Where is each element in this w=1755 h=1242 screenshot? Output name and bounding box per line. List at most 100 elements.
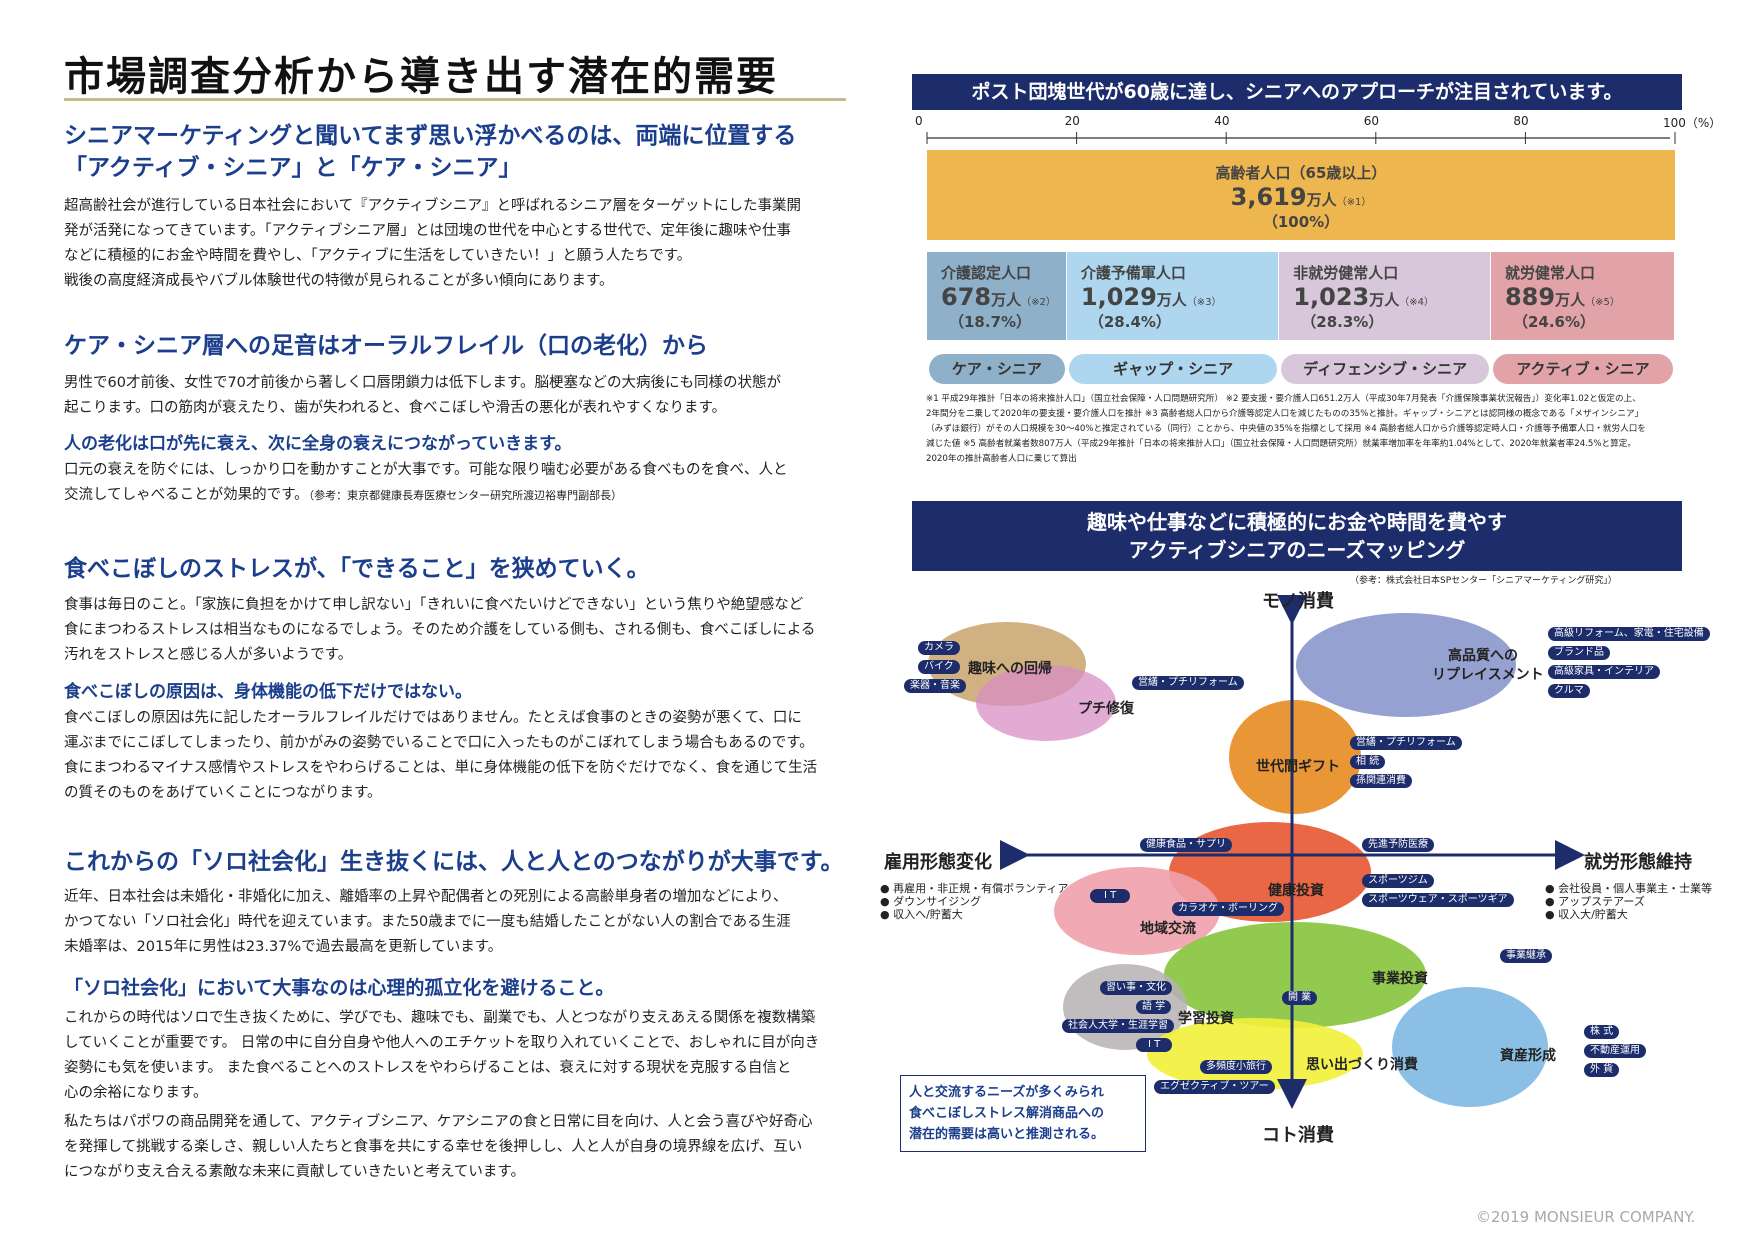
bubble-petit-repair (976, 665, 1116, 741)
segment-category-pill: ギャップ・シニア (1068, 354, 1278, 384)
bubble-label-replace2: リプレイスメント (1432, 667, 1544, 683)
bubble-label-replace1: 高品質への (1448, 648, 1518, 664)
segment-note: （※5） (1585, 297, 1620, 308)
section4-line: につながり支え合える素敵な未来に貢献していきたいと考えています。 (64, 1164, 525, 1180)
needs-map (928, 595, 1585, 1109)
total-note: （※1） (1336, 197, 1372, 208)
left-notes: ● 再雇用・非正規・有償ボランティア ● ダウンサイジング ● 収入へ/貯蓄大 (880, 882, 1068, 921)
section3-line: 汚れをストレスと感じる人が多いようです。 (64, 647, 353, 663)
tag-exec-tour: エグゼクティブ・ツアー (1154, 1080, 1275, 1094)
footnote-line: 2年間分を二乗して2020年の要支援・要介護人口を推計 ※3 高齢者総人口から介… (926, 409, 1644, 419)
segment-unit: 万人 (1156, 291, 1187, 309)
bubble-replacement (1296, 613, 1516, 717)
section2-line: 起こります。口の筋肉が衰えたり、歯が失われると、食べこぼしや滑舌の悪化が表れやす… (64, 400, 727, 416)
tag-lesson: 習い事・文化 (1100, 981, 1172, 995)
map-title-banner: 趣味や仕事などに積極的にお金や時間を費やす アクティブシニアのニーズマッピング (912, 501, 1682, 571)
tag-brand: ブランド品 (1548, 646, 1610, 660)
axis-tick-label: 20 (1064, 114, 1080, 128)
section4-line: 未婚率は、2015年に男性は23.37%で過去最高を更新しています。 (64, 939, 503, 955)
segment-value: 1,023 (1293, 283, 1370, 311)
tag-reform: 高級リフォーム、家電・住宅設備 (1548, 627, 1710, 641)
tag-succession: 事業継承 (1500, 949, 1552, 963)
bubble-label-health: 健康投資 (1268, 883, 1324, 899)
section4-line: 近年、日本社会は未婚化・非婚化に加え、離婚率の上昇や配偶者との死別による高齢単身… (64, 889, 788, 905)
tag-sports-gym: スポーツジム (1362, 874, 1434, 888)
total-unit: 万人 (1306, 191, 1337, 209)
section4-line: 姿勢にも気を使います。 また食べることへのストレスをやわらげることは、衰えに対す… (64, 1060, 792, 1076)
section3-heading: 食べこぼしのストレスが、「できること」を狭めていく。 (64, 556, 650, 582)
section4-line: これからの時代はソロで生き抜くために、学びでも、趣味でも、副業でも、人とつながり… (64, 1010, 816, 1026)
bubble-label-asset: 資産形成 (1500, 1048, 1556, 1064)
section1-line: 戦後の高度経済成長やバブル体験世代の特徴が見られることが多い傾向にあります。 (64, 273, 614, 289)
section4-line: 心の余裕になります。 (64, 1085, 208, 1101)
section4-heading: これからの「ソロ社会化」生き抜くには、人と人とのつながりが大事です。 (64, 849, 844, 875)
total-label: 高齢者人口（65歳以上） (1215, 164, 1387, 182)
right-notes: ● 会社役員・個人事業主・士業等 ● アップステアーズ ● 収入大/貯蓄大 (1545, 882, 1712, 921)
title-underline (64, 98, 846, 101)
insight-callout: 人と交流するニーズが多くみられ 食べこぼしストレス解消商品への 潜在的需要は高い… (900, 1075, 1146, 1152)
section2-body2: 口元の衰えを防ぐには、しっかり口を動かすことが大事です。可能な限り噛む必要がある… (64, 458, 788, 508)
right-note: ● 収入大/貯蓄大 (1545, 908, 1628, 921)
section2-reference: （参考：東京都健康長寿医療センター研究所渡辺裕専門副部長） (308, 489, 623, 502)
footnote-line: （みずほ銀行）がその人口規模を30～40%と推定されている（同行）ことから、中央… (926, 424, 1646, 434)
section1-body: 超高齢社会が進行している日本社会において『アクティブシニア』と呼ばれるシニア層を… (64, 194, 801, 294)
tag-health-food: 健康食品・サプリ (1140, 838, 1232, 852)
section1-line: 発が活発になってきています。「アクティブシニア層」とは団塊の世代を中心とする世代… (64, 223, 792, 239)
segment-unit: 万人 (1369, 291, 1400, 309)
left-note: ● ダウンサイジング (880, 895, 982, 908)
total-population-bar: 高齢者人口（65歳以上） 3,619万人（※1） （100%） (927, 150, 1675, 240)
map-reference: （参考：株式会社日本SPセンター「シニアマーケティング研究」） (1350, 576, 1617, 586)
tag-grandchild: 孫関連消費 (1350, 774, 1412, 788)
axis-bottom-label: コト消費 (1262, 1125, 1334, 1146)
section2-line: 男性で60才前後、女性で70才前後から著しく口唇閉鎖力は低下します。脳梗塞などの… (64, 375, 781, 391)
segment-category-pill: ディフェンシブ・シニア (1281, 354, 1489, 384)
section3-line: 運ぶまでにこぼしてしまったり、前かがみの姿勢でいることで口に入ったものがこぼれて… (64, 735, 814, 751)
section4-body2: これからの時代はソロで生き抜くために、学びでも、趣味でも、副業でも、人とつながり… (64, 1006, 819, 1106)
section3-subheading: 食べこぼしの原因は、身体機能の低下だけではない。 (64, 682, 472, 702)
callout-line: 人と交流するニーズが多くみられ (909, 1085, 1104, 1100)
tag-fx: 外 貨 (1584, 1063, 1620, 1077)
section2-line: 交流してしゃべることが効果的です。 (64, 487, 309, 503)
tag-it-2: I T (1136, 1038, 1173, 1052)
tag-adult-learning: 社会人大学・生涯学習 (1062, 1019, 1174, 1033)
bubble-label-gift: 世代間ギフト (1256, 759, 1340, 775)
bubble-asset (1392, 987, 1548, 1107)
section3-line: 食べこぼしの原因は先に記したオーラルフレイルだけではありません。たとえば食事のと… (64, 710, 802, 726)
segment-label: 介護認定人口 (941, 264, 1032, 282)
tag-furniture: 高級家具・インテリア (1548, 665, 1660, 679)
tag-bike: バイク (918, 660, 960, 674)
tag-language: 語 学 (1136, 1000, 1172, 1014)
callout-line: 潜在的需要は高いと推測される。 (909, 1127, 1105, 1142)
axis-tick-label: 60 (1363, 114, 1380, 128)
bubble-label-learning: 学習投資 (1178, 1011, 1234, 1027)
tag-inherit: 相 続 (1350, 755, 1386, 769)
segment-unit: 万人 (991, 291, 1022, 309)
segment-percent: （28.3%） (1301, 313, 1384, 331)
segment-value: 1,029 (1080, 283, 1157, 311)
section4-body: 近年、日本社会は未婚化・非婚化に加え、離婚率の上昇や配偶者との死別による高齢単身… (64, 885, 791, 960)
chart-title-banner: ポスト団塊世代が60歳に達し、シニアへのアプローチが注目されています。 (912, 74, 1682, 110)
page-title: 市場調査分析から導き出す潜在的需要 (64, 53, 778, 100)
bubble-memory (1147, 1018, 1363, 1090)
section2-heading: ケア・シニア層への足音はオーラルフレイル（口の老化）から (64, 333, 708, 359)
bubble-label-hobby: 趣味への回帰 (968, 661, 1052, 677)
tag-prevent-medical: 先進予防医療 (1362, 838, 1434, 852)
footnote-line: 減じた値 ※5 高齢者就業者数807万人（平成29年推計「日本の将来推計人口」（… (926, 439, 1636, 449)
tag-camera: カメラ (918, 641, 960, 655)
section4-line: 私たちはパポワの商品開発を通して、アクティブシニア、ケアシニアの食と日常に目を向… (64, 1114, 813, 1130)
segment-note: （※2） (1021, 297, 1056, 308)
chart-footnotes: ※1 平成29年推計「日本の将来推計人口」（国立社会保障・人口問題研究所） ※2… (926, 392, 1686, 467)
section1-heading-line2: 「アクティブ・シニア」と「ケア・シニア」 (64, 155, 522, 181)
section4-subheading: 「ソロ社会化」において大事なのは心理的孤立化を避けること。 (64, 977, 615, 999)
bubble-label-petit: プチ修復 (1078, 701, 1134, 717)
section2-line: 口元の衰えを防ぐには、しっかり口を動かすことが大事です。可能な限り噛む必要がある… (64, 462, 788, 478)
section1-heading-line1: シニアマーケティングと聞いてまず思い浮かべるのは、両端に位置する (64, 123, 797, 149)
total-value: 3,619 (1230, 183, 1307, 211)
axis-tick-label: 100（%） (1663, 116, 1722, 130)
copyright: ©2019 MONSIEUR COMPANY. (1476, 1208, 1696, 1226)
tag-travel: 多頻度小旅行 (1200, 1060, 1272, 1074)
segment-category-pill: アクティブ・シニア (1492, 354, 1673, 384)
